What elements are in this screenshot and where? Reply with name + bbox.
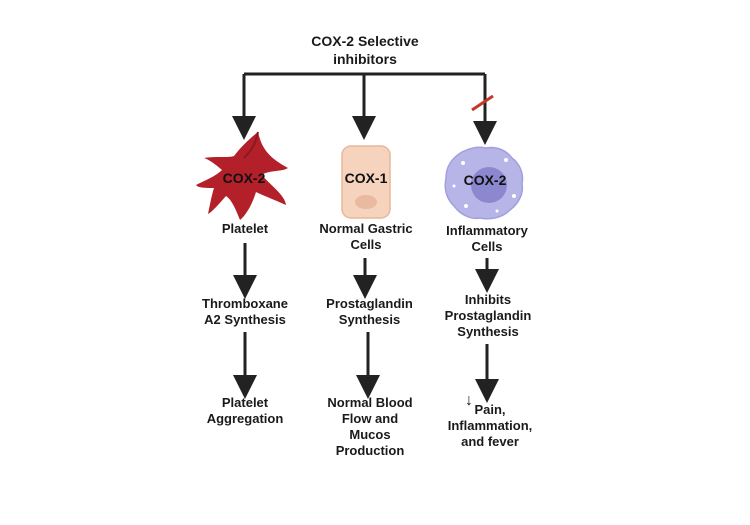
platelet-enzyme-label: COX-2	[222, 170, 266, 186]
gastric-outcome: Normal Blood Flow and Mucos Production	[327, 395, 413, 458]
inflammatory-cell-name: Inflammatory Cells	[446, 223, 528, 254]
gastric-enzyme-label: COX-1	[344, 170, 388, 186]
block-mark	[471, 94, 494, 112]
inflammatory-step: Inhibits Prostaglandin Synthesis	[444, 292, 532, 339]
inflammatory-outcome: Pain, Inflammation, and fever	[447, 402, 533, 449]
platelet-outcome: Platelet Aggregation	[206, 395, 284, 426]
inflammatory-outcome-prefix: ↓	[465, 392, 473, 409]
diagram-title: COX-2 Selective inhibitors	[311, 33, 419, 67]
platelet-step: Thromboxane A2 Synthesis	[202, 296, 288, 327]
gastric-step: Prostaglandin Synthesis	[326, 296, 413, 327]
gastric-cell-name: Normal Gastric Cells	[319, 221, 413, 252]
platelet-cell-icon	[196, 131, 288, 220]
inflammatory-enzyme-label: COX-2	[463, 172, 507, 188]
inflammatory-cell-icon	[444, 146, 524, 220]
gastric-cell-icon	[341, 145, 391, 219]
platelet-cell-name: Platelet	[221, 221, 269, 236]
